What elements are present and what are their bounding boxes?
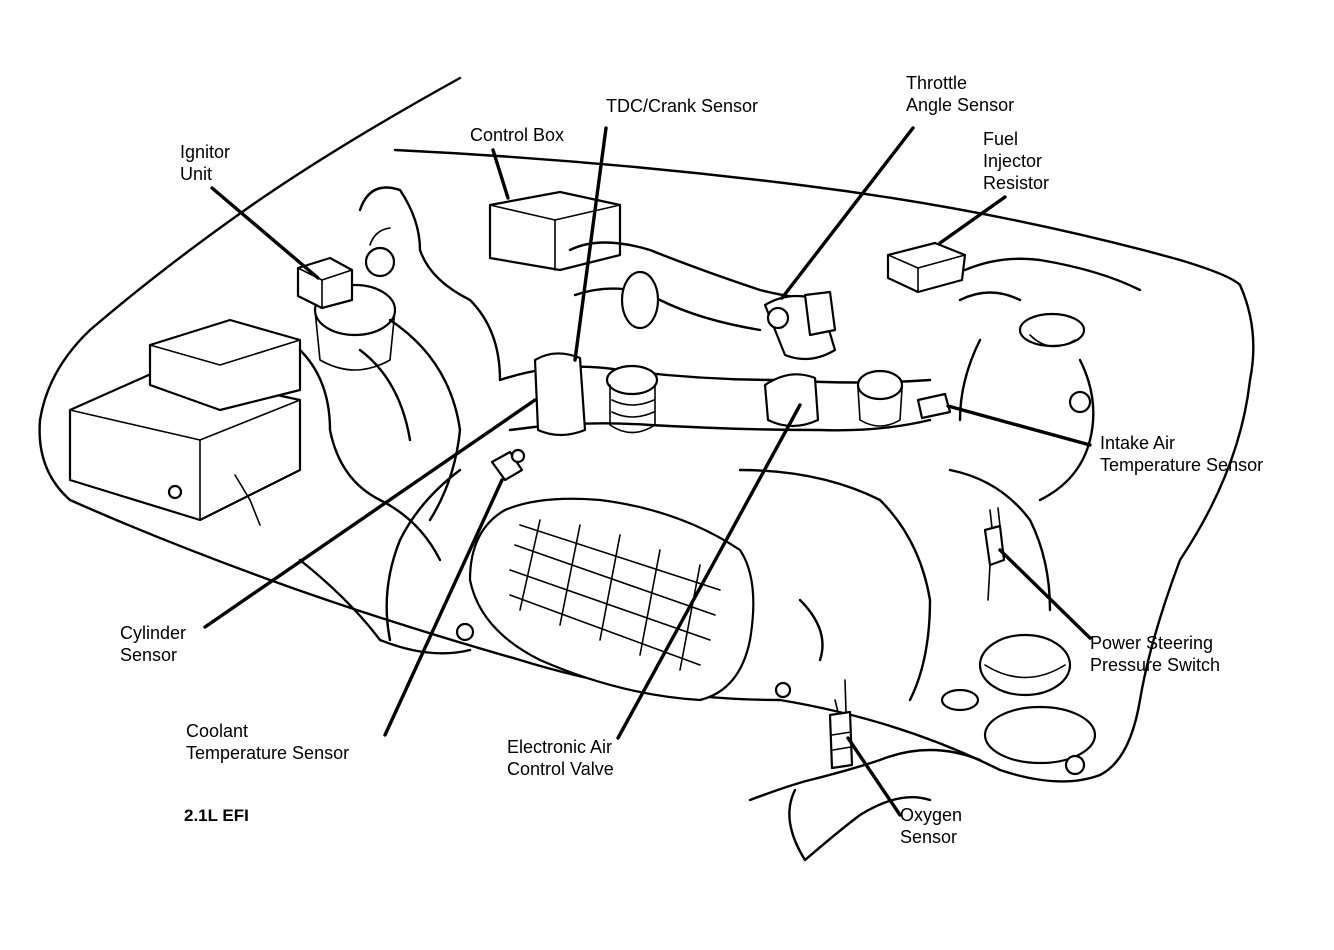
coolant-temperature-sensor-part (490, 448, 526, 482)
leader-ignitor-unit (210, 186, 320, 280)
label-throttle-angle-sensor: Throttle Angle Sensor (906, 72, 1014, 116)
label-line: Power Steering (1090, 633, 1214, 653)
label-line: Control Box (470, 125, 565, 145)
diagram-caption: 2.1L EFI (184, 806, 249, 825)
exhaust-pipe (748, 748, 982, 862)
leader-oxygen-sensor (846, 736, 902, 817)
label-line: Cylinder (120, 623, 187, 643)
leader-electronic-air-control-valve (616, 403, 802, 740)
leader-cylinder-sensor (203, 398, 537, 629)
label-line: Temperature Sensor (1100, 455, 1264, 475)
label-line: Oxygen (900, 805, 963, 825)
battery (68, 318, 302, 526)
leader-power-steering-pressure-switch (998, 548, 1092, 640)
label-tdc-crank-sensor: TDC/Crank Sensor (606, 95, 758, 117)
label-ignitor-unit: Ignitor Unit (180, 141, 230, 185)
label-line: Electronic Air (507, 737, 613, 757)
intake-manifold (498, 352, 952, 437)
lower-hose (298, 348, 442, 562)
label-line: Sensor (120, 645, 178, 665)
label-line: Injector (983, 151, 1043, 171)
leader-control-box (491, 148, 510, 200)
label-control-box: Control Box (470, 124, 564, 146)
leader-tdc-crank-sensor (573, 126, 608, 362)
control-box-part (488, 190, 622, 272)
label-line: Coolant (186, 721, 249, 741)
label-line: Control Valve (507, 759, 614, 779)
label-line: Resistor (983, 173, 1050, 193)
label-intake-air-temperature-sensor: Intake Air Temperature Sensor (1100, 432, 1263, 476)
label-line: Temperature Sensor (186, 743, 350, 763)
cowl-line (1098, 283, 1255, 777)
label-coolant-temperature-sensor: Coolant Temperature Sensor (186, 720, 349, 764)
leader-fuel-injector-resistor (938, 195, 1007, 245)
label-line: Ignitor (180, 142, 231, 162)
throttle-body (763, 290, 837, 361)
leader-coolant-temperature-sensor (383, 478, 504, 737)
label-line: Intake Air (1100, 433, 1176, 453)
fuel-injector-resistor-part (886, 241, 967, 294)
label-line: Angle Sensor (906, 95, 1015, 115)
upper-hose (358, 186, 502, 382)
label-line: Unit (180, 164, 213, 184)
label-electronic-air-control-valve: Electronic Air Control Valve (507, 736, 614, 780)
label-cylinder-sensor: Cylinder Sensor (120, 622, 186, 666)
label-line: Throttle (906, 73, 968, 93)
leader-throttle-angle-sensor (780, 126, 915, 300)
label-line: TDC/Crank Sensor (606, 96, 759, 116)
label-fuel-injector-resistor: Fuel Injector Resistor (983, 128, 1049, 194)
label-power-steering-pressure-switch: Power Steering Pressure Switch (1090, 632, 1220, 676)
label-line: Pressure Switch (1090, 655, 1221, 675)
label-line: Sensor (900, 827, 958, 847)
windshield-line (393, 148, 1242, 287)
power-steering-switch-part (983, 507, 1006, 601)
label-oxygen-sensor: Oxygen Sensor (900, 804, 962, 848)
hood-outline (38, 76, 782, 702)
leader-intake-air-temperature-sensor (946, 404, 1092, 447)
oxygen-sensor-part (828, 679, 854, 770)
label-line: Fuel (983, 129, 1019, 149)
